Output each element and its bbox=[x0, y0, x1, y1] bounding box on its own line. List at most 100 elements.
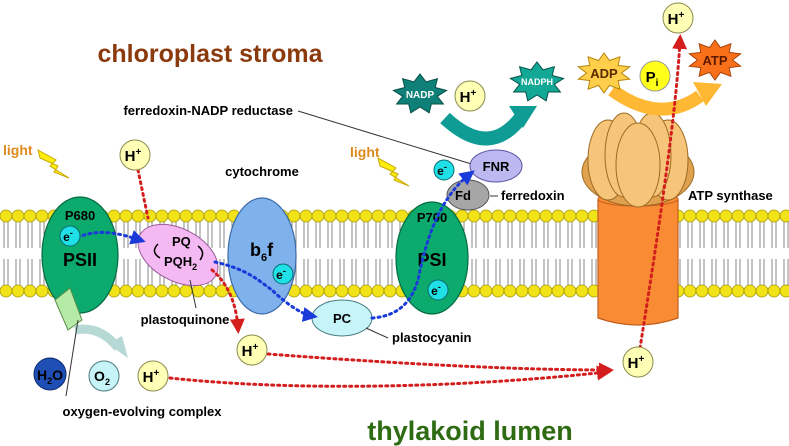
lipid-head bbox=[383, 284, 397, 298]
proton-path-stroma-pq bbox=[136, 168, 150, 220]
lipid-head bbox=[707, 209, 721, 223]
lipid-head bbox=[215, 209, 229, 223]
lipid-head bbox=[347, 209, 361, 223]
proton-path-lumen-1 bbox=[266, 352, 614, 378]
lumen-title: thylakoid lumen bbox=[367, 416, 573, 446]
lipid-head bbox=[299, 284, 313, 298]
svg-text:e-: e- bbox=[437, 162, 447, 178]
lipid-head bbox=[707, 284, 721, 298]
lipid-head bbox=[11, 284, 25, 298]
proton-stroma-nadp: H+ bbox=[454, 80, 486, 112]
psi-center-label: P700 bbox=[417, 210, 447, 225]
lipid-head bbox=[203, 284, 217, 298]
light-label-psi: light bbox=[350, 144, 380, 160]
lipid-head bbox=[299, 209, 313, 223]
lipid-head bbox=[119, 209, 133, 223]
plastocyanin-label: plastocyanin bbox=[392, 330, 472, 345]
lipid-head bbox=[119, 284, 133, 298]
atp-starburst bbox=[688, 39, 742, 81]
fnr-label: ferredoxin-NADP reductase bbox=[123, 103, 293, 118]
atp-synthase-label: ATP synthase bbox=[688, 188, 773, 203]
svg-text:H+: H+ bbox=[628, 354, 645, 372]
cytochrome-label: cytochrome bbox=[225, 164, 299, 179]
pq-label: PQ bbox=[172, 234, 191, 249]
light-label-psii: light bbox=[3, 142, 33, 158]
lipid-head bbox=[191, 284, 205, 298]
lipid-head bbox=[695, 209, 709, 223]
proton-path-lumen-2 bbox=[168, 365, 612, 388]
lipid-head bbox=[539, 284, 553, 298]
atp-synthase-stalk bbox=[597, 199, 679, 326]
nadph-starburst bbox=[509, 61, 565, 102]
psii-complex bbox=[41, 196, 119, 314]
svg-text:PQH2: PQH2 bbox=[164, 254, 197, 272]
lipid-head bbox=[335, 209, 349, 223]
psii-center-label: P680 bbox=[65, 208, 95, 223]
lipid-head bbox=[11, 209, 25, 223]
lipid-head bbox=[359, 284, 373, 298]
lipid-head bbox=[323, 284, 337, 298]
psi-complex bbox=[395, 201, 469, 315]
lipid-head bbox=[203, 209, 217, 223]
svg-text:e-: e- bbox=[63, 228, 73, 244]
lipid-head bbox=[23, 284, 37, 298]
svg-text:H+: H+ bbox=[242, 342, 259, 360]
lipid-head bbox=[683, 284, 697, 298]
lipid-head bbox=[35, 209, 49, 223]
fnr-enzyme bbox=[469, 149, 523, 183]
proton-lumen-cytochrome: H+ bbox=[236, 334, 268, 366]
electron-path-cyt-pc bbox=[213, 260, 318, 322]
fnr-short: FNR bbox=[483, 159, 510, 174]
ferredoxin-short: Fd bbox=[455, 188, 471, 203]
phosphate-label: P bbox=[646, 69, 656, 86]
lipid-head bbox=[287, 209, 301, 223]
lipid-head bbox=[35, 284, 49, 298]
lipid-head bbox=[491, 209, 505, 223]
lipid-head bbox=[743, 284, 757, 298]
lipid-head bbox=[155, 284, 169, 298]
atp-synthase bbox=[581, 112, 695, 326]
lipid-head bbox=[767, 209, 781, 223]
pqh2-label: PQH bbox=[164, 254, 192, 269]
lipid-head bbox=[527, 209, 541, 223]
nadp-label: NADP bbox=[406, 90, 435, 101]
lipid-head bbox=[479, 284, 493, 298]
svg-text:e-: e- bbox=[276, 266, 286, 282]
lipid-head bbox=[371, 209, 385, 223]
lipid-head bbox=[575, 209, 589, 223]
proton-lumen-atp-synthase: H+ bbox=[622, 346, 654, 378]
proton-path-pq-lumen bbox=[210, 268, 245, 334]
svg-text:b6f: b6f bbox=[250, 240, 274, 264]
svg-text:H2O: H2O bbox=[37, 367, 63, 386]
lipid-head bbox=[191, 209, 205, 223]
adp-label: ADP bbox=[590, 66, 618, 81]
lipid-head bbox=[167, 284, 181, 298]
lipid-head bbox=[467, 284, 481, 298]
lipid-head bbox=[479, 209, 493, 223]
lipid-head bbox=[23, 209, 37, 223]
lipid-head bbox=[695, 284, 709, 298]
lipid-head bbox=[719, 209, 733, 223]
lipid-head bbox=[719, 284, 733, 298]
lipid-head bbox=[131, 209, 145, 223]
atp-arrow bbox=[608, 84, 704, 116]
lipid-head bbox=[779, 284, 789, 298]
lipid-head bbox=[347, 284, 361, 298]
oxygen-evolving-complex bbox=[54, 287, 83, 331]
lipid-head bbox=[551, 284, 565, 298]
light-bolt-psii bbox=[37, 149, 70, 179]
proton-lumen-oec: H+ bbox=[137, 360, 169, 392]
lipid-head bbox=[767, 284, 781, 298]
adp-starburst bbox=[577, 52, 631, 94]
lipid-head bbox=[371, 284, 385, 298]
lipid-head bbox=[779, 209, 789, 223]
lipid-head bbox=[551, 209, 565, 223]
light-bolt-psi bbox=[377, 157, 410, 187]
svg-text:H+: H+ bbox=[125, 147, 142, 165]
lipid-head bbox=[311, 209, 325, 223]
lipid-head bbox=[503, 209, 517, 223]
cytochrome-complex bbox=[227, 197, 297, 315]
lipid-head bbox=[503, 284, 517, 298]
atp-label: ATP bbox=[702, 53, 727, 68]
plastoquinone-label: plastoquinone bbox=[141, 312, 230, 327]
